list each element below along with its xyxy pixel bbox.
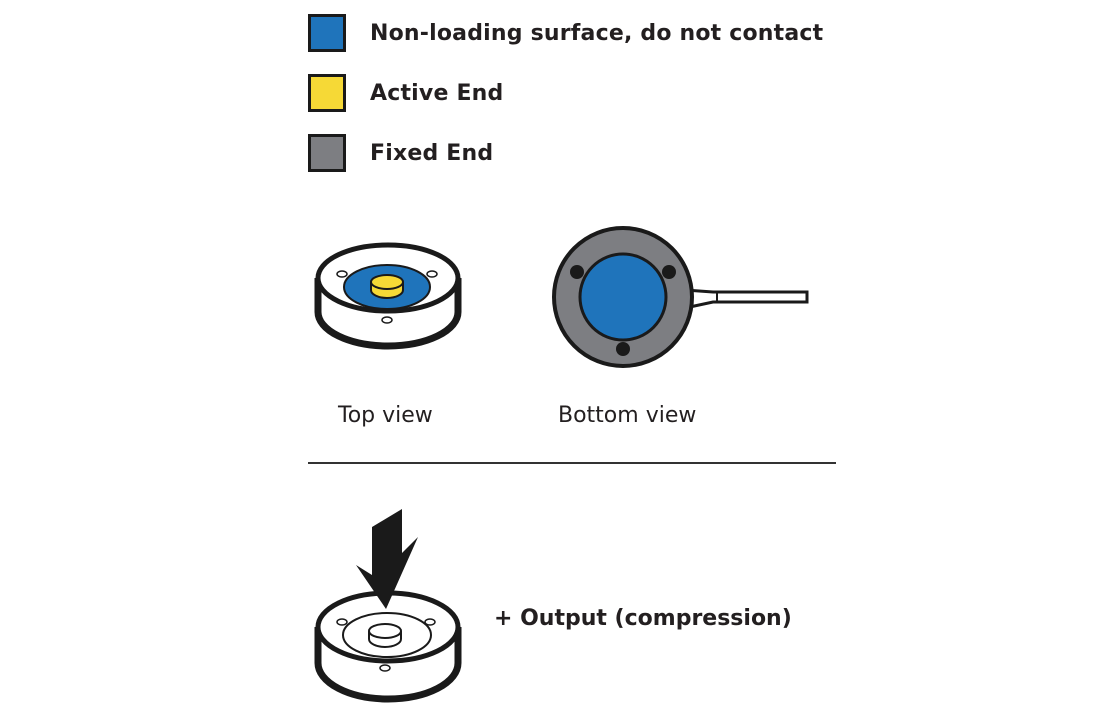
legend-item-fixed-end: Fixed End [308,132,493,174]
legend-item-non-loading: Non-loading surface, do not contact [308,12,823,54]
legend-label-active-end: Active End [370,80,504,106]
top-view-caption: Top view [338,403,433,428]
down-arrow-icon [356,509,418,609]
legend-label-non-loading: Non-loading surface, do not contact [370,20,824,46]
compression-load-cell-icon [314,590,462,703]
bottom-view-non-loading-face [578,252,668,342]
legend-item-active-end: Active End [308,72,503,114]
top-view-load-cell-icon [314,242,462,350]
bottom-view-caption: Bottom view [558,403,697,428]
section-divider [308,462,836,464]
legend-swatch-fixed-end [308,134,346,172]
bottom-view-load-cell-icon [552,226,809,368]
legend-swatch-non-loading [308,14,346,52]
output-compression-label: + Output (compression) [494,606,792,631]
legend-label-fixed-end: Fixed End [370,140,494,166]
legend-swatch-active-end [308,74,346,112]
